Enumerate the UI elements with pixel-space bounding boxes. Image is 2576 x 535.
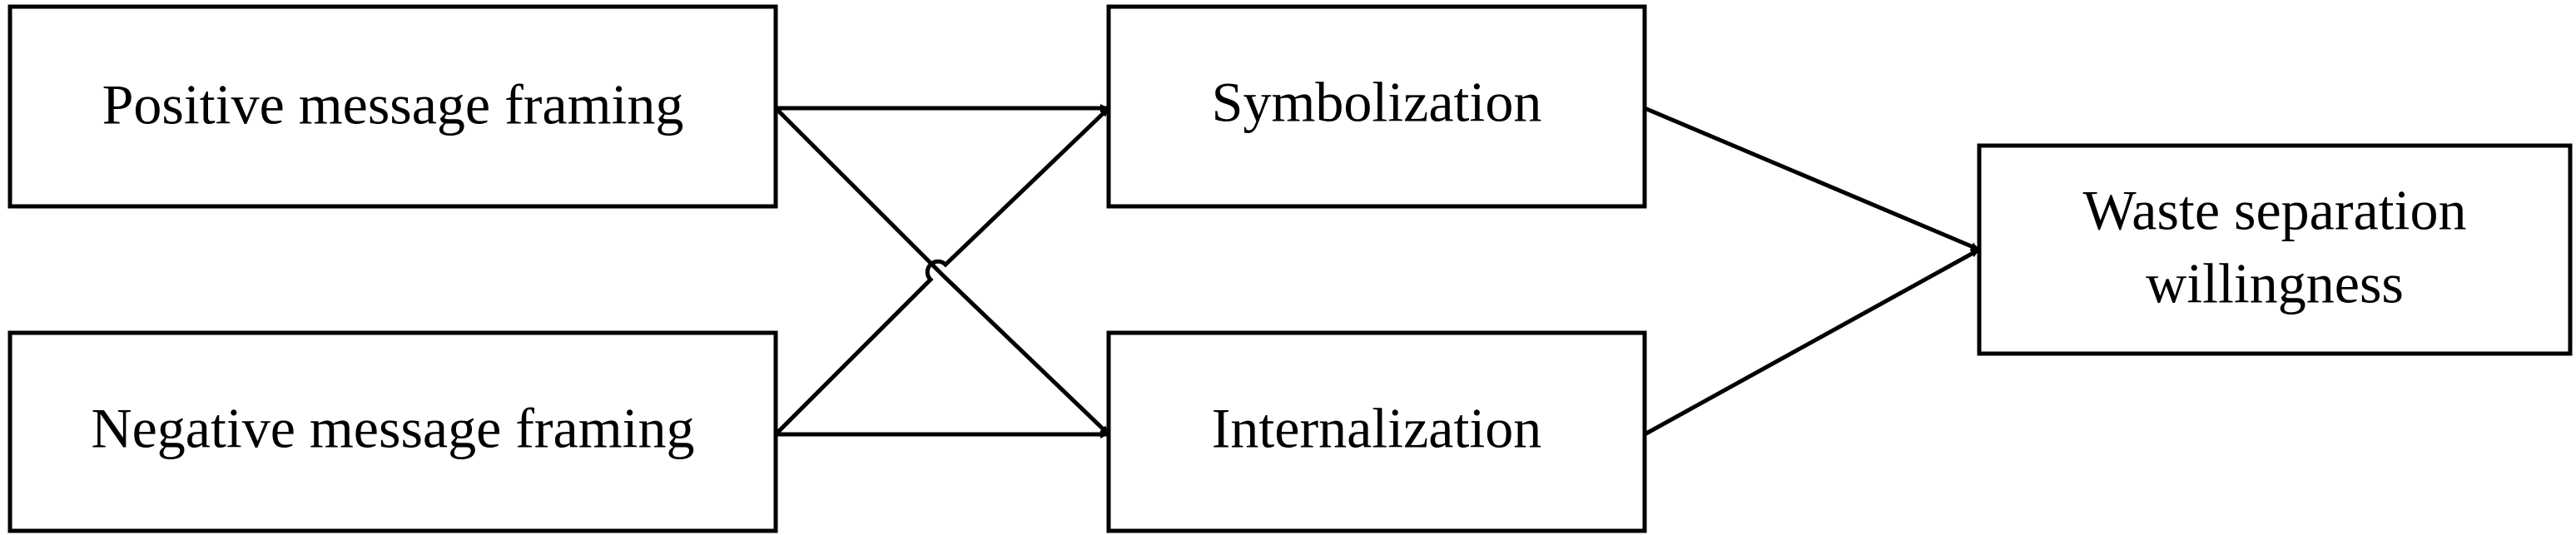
arrow-internalization-to-waste	[1643, 247, 1981, 437]
arrow-negative-to-symbolization	[774, 107, 1110, 436]
node-box	[1106, 4, 1647, 209]
node-box	[1106, 330, 1647, 533]
node-internalization: Internalization	[1106, 330, 1647, 533]
node-negative-message-framing: Negative message framing	[7, 330, 778, 533]
node-label-line-1: Waste separation	[2083, 179, 2467, 242]
node-label: Positive message framing	[102, 73, 684, 136]
arrow-symbolization-to-waste	[1644, 106, 1980, 252]
node-label: Symbolization	[1212, 71, 1542, 134]
node-label: Negative message framing	[91, 397, 694, 460]
arrow-positive-to-internalization	[774, 107, 1110, 436]
node-symbolization: Symbolization	[1106, 4, 1647, 209]
node-positive-message-framing: Positive message framing	[7, 4, 778, 209]
node-box	[1977, 143, 2573, 356]
node-box	[7, 4, 778, 209]
node-waste-separation-willingness: Waste separation willingness	[1977, 143, 2573, 356]
node-box	[7, 330, 778, 533]
node-label-line-2: willingness	[2146, 252, 2404, 315]
node-label: Internalization	[1212, 397, 1541, 460]
